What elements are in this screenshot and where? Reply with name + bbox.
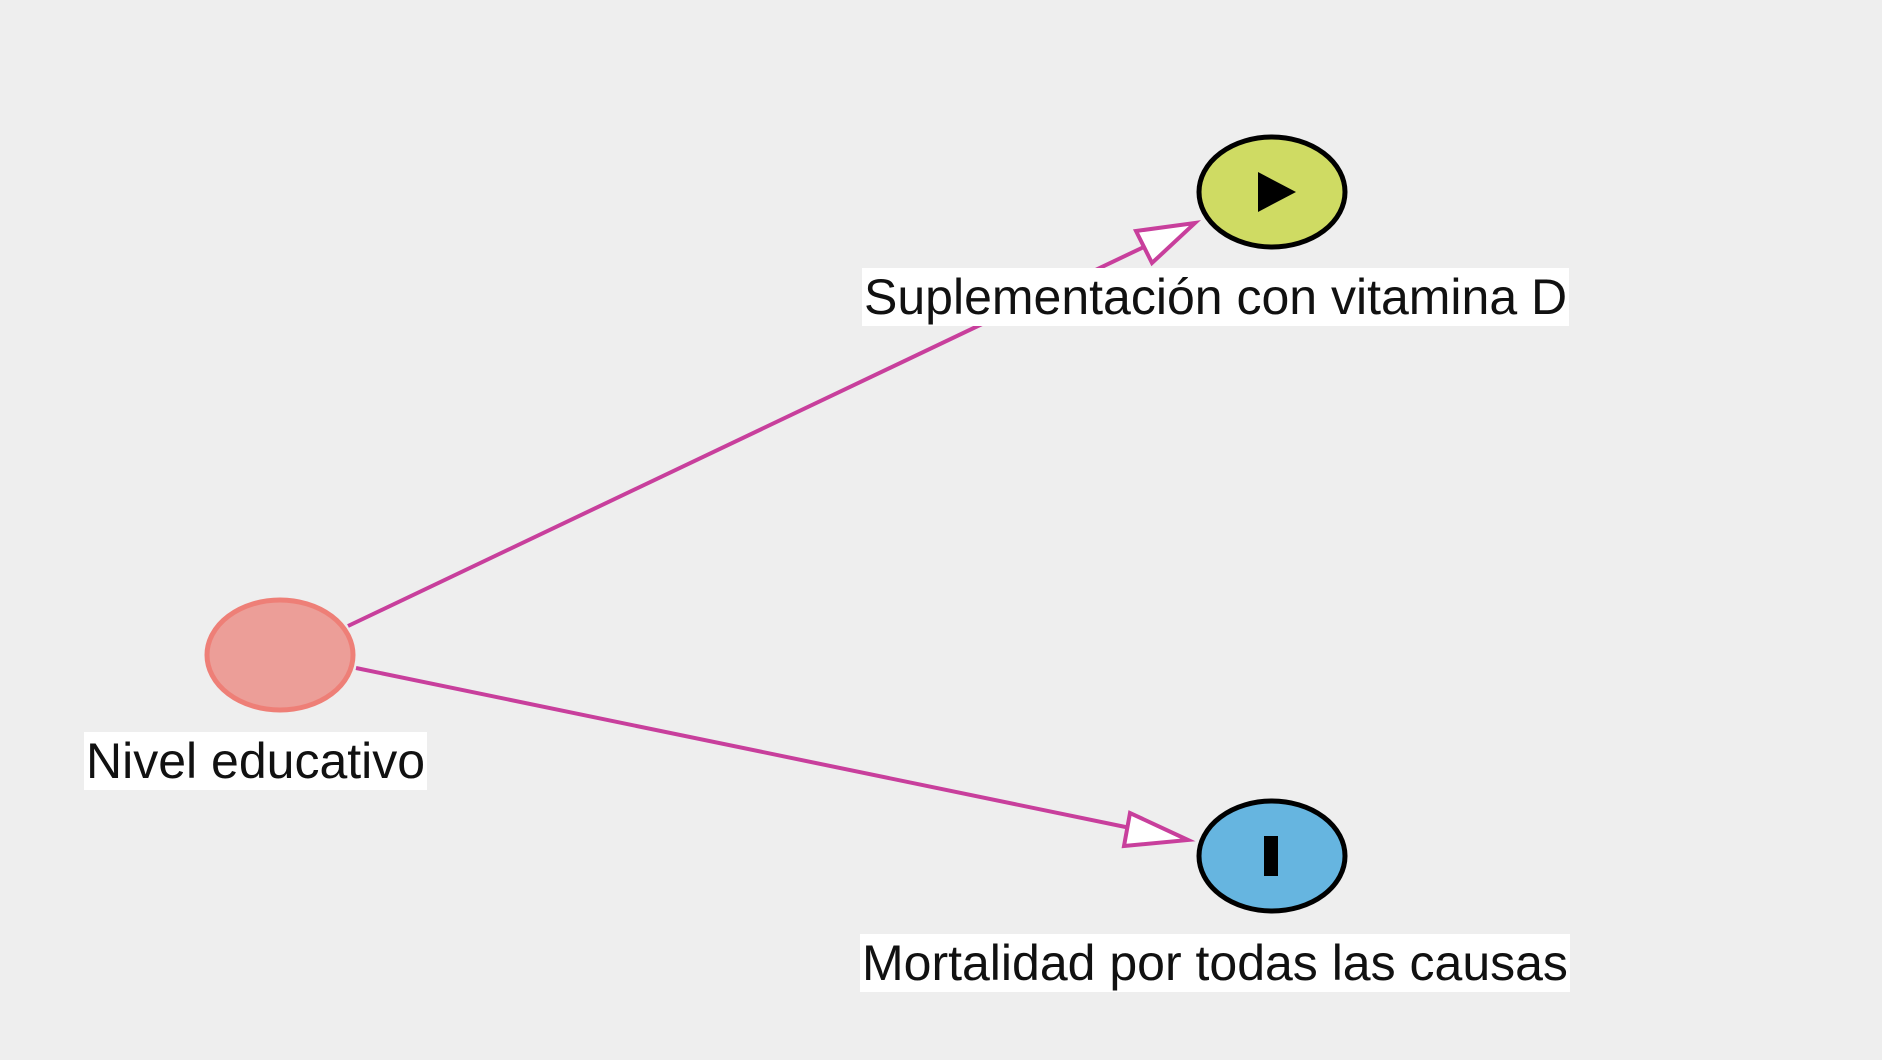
arrowhead-icon [1121, 810, 1196, 849]
edge-nivel-to-mortalidad[interactable] [355, 666, 1196, 849]
label-mortalidad: Mortalidad por todas las causas [860, 934, 1570, 992]
label-suplementacion: Suplementación con vitamina D [862, 268, 1570, 326]
arrowhead-icon [1132, 220, 1201, 267]
bar-icon [1264, 836, 1278, 876]
label-nivel-educativo: Nivel educativo [84, 732, 428, 790]
node-mortalidad[interactable] [1196, 798, 1348, 914]
node-suplementacion[interactable] [1196, 134, 1348, 250]
play-icon [1258, 172, 1296, 212]
node-nivel-educativo[interactable] [204, 597, 356, 713]
